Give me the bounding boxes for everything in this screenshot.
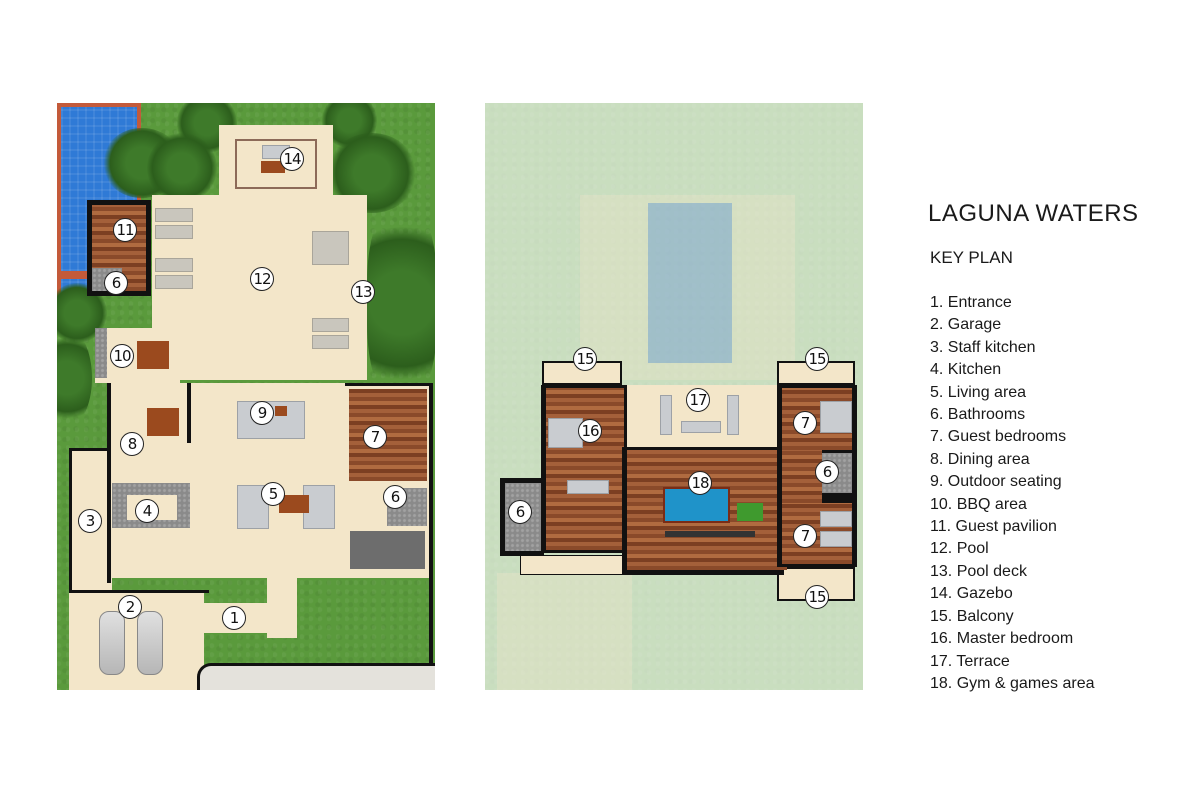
foosball-table [737, 503, 763, 521]
legend-item-staff-kitchen: 3. Staff kitchen [930, 338, 1036, 356]
legend-item-living-area: 5. Living area [930, 383, 1027, 401]
marker-dining: 8 [120, 432, 144, 456]
pool-deck-context [580, 195, 795, 380]
marker-living: 5 [261, 482, 285, 506]
marker-guest-bedroom: 7 [793, 524, 817, 548]
guest-bedroom-floor [349, 389, 427, 481]
sun-lounger [155, 208, 193, 222]
car [137, 611, 163, 675]
marker-bathroom: 6 [383, 485, 407, 509]
marker-staff-kitchen: 3 [78, 509, 102, 533]
legend-item-master-bedroom: 16. Master bedroom [930, 630, 1074, 648]
tree [147, 133, 217, 203]
tree [367, 203, 435, 403]
marker-outdoor-seating: 9 [250, 401, 274, 425]
legend-item-garage: 2. Garage [930, 316, 1002, 334]
marker-gym-games: 18 [688, 471, 712, 495]
guest-bed [820, 511, 852, 527]
marker-balcony: 15 [573, 347, 597, 371]
stair [520, 555, 627, 575]
legend-item-terrace: 17. Terrace [930, 652, 1010, 670]
pool-context [648, 203, 732, 363]
marker-bathroom: 6 [104, 271, 128, 295]
driveway-kerb [197, 663, 435, 690]
terrace-sofa [727, 395, 739, 435]
bbq-table [137, 341, 169, 369]
wall [69, 448, 111, 451]
marker-guest-bedroom: 7 [793, 411, 817, 435]
entrance-porch [197, 603, 297, 633]
coffee-table [279, 495, 309, 513]
marker-garage: 2 [118, 595, 142, 619]
wall [69, 590, 209, 593]
legend-item-pool: 12. Pool [930, 540, 989, 558]
legend-item-gym-games: 18. Gym & games area [930, 674, 1095, 692]
marker-gazebo: 14 [280, 147, 304, 171]
bbq-grill [95, 328, 107, 378]
key-plan-legend: LAGUNA WATERS KEY PLAN 1. Entrance 2. Ga… [928, 200, 1139, 695]
guest-bed [820, 401, 852, 433]
dining-table [147, 408, 179, 436]
gazebo-deck [219, 125, 333, 195]
marker-bathroom: 6 [508, 500, 532, 524]
marker-terrace: 17 [686, 388, 710, 412]
car [99, 611, 125, 675]
outdoor-table [275, 406, 287, 416]
daybed [312, 231, 349, 265]
legend-item-kitchen: 4. Kitchen [930, 361, 1002, 379]
marker-bbq: 10 [110, 344, 134, 368]
marker-bathroom: 6 [815, 460, 839, 484]
legend-item-entrance: 1. Entrance [930, 294, 1012, 311]
upper-floor-plan: 15 15 17 16 7 6 18 6 7 15 [485, 103, 863, 690]
sun-lounger [155, 275, 193, 289]
plan-title: LAGUNA WATERS [928, 200, 1139, 227]
marker-balcony: 15 [805, 585, 829, 609]
tree [57, 328, 92, 428]
master-sofa [567, 480, 609, 494]
legend-item-outdoor-seating: 9. Outdoor seating [930, 473, 1062, 491]
wall [107, 383, 111, 583]
guest-bed [820, 531, 852, 547]
sun-lounger [155, 225, 193, 239]
master-bed [548, 418, 583, 448]
marker-entrance: 1 [222, 606, 246, 630]
sun-lounger [312, 335, 349, 349]
gym-equipment [665, 531, 755, 537]
marker-guest-bedroom: 7 [363, 425, 387, 449]
legend-item-guest-pavilion: 11. Guest pavilion [930, 518, 1057, 536]
legend-list: 1. Entrance 2. Garage 3. Staff kitchen 4… [930, 292, 1139, 695]
wall [187, 383, 191, 443]
legend-item-gazebo: 14. Gazebo [930, 585, 1013, 603]
marker-master-bedroom: 16 [578, 419, 602, 443]
terrace-sofa [681, 421, 721, 433]
sun-lounger [155, 258, 193, 272]
sun-lounger [312, 318, 349, 332]
legend-item-bathrooms: 6. Bathrooms [930, 406, 1026, 424]
legend-item-bbq-area: 10. BBQ area [930, 495, 1027, 513]
legend-item-dining-area: 8. Dining area [930, 450, 1030, 468]
gazebo-table [261, 161, 285, 173]
legend-item-pool-deck: 13. Pool deck [930, 562, 1027, 580]
marker-kitchen: 4 [135, 499, 159, 523]
garage-context [497, 573, 632, 690]
terrace-sofa [660, 395, 672, 435]
master-bedroom-floor [546, 388, 624, 550]
legend-item-guest-bedrooms: 7. Guest bedrooms [930, 428, 1067, 446]
gazebo-frame [235, 139, 317, 189]
marker-pool-deck: 13 [351, 280, 375, 304]
legend-heading: KEY PLAN [930, 248, 1013, 267]
wall [429, 383, 433, 683]
pool-block [350, 531, 425, 569]
marker-balcony: 15 [805, 347, 829, 371]
wall [345, 383, 429, 386]
marker-guest-pavilion: 11 [113, 218, 137, 242]
ground-floor-plan: 14 11 12 13 6 10 9 8 7 3 4 5 6 2 1 [57, 103, 435, 690]
legend-item-balcony: 15. Balcony [930, 607, 1014, 625]
marker-pool: 12 [250, 267, 274, 291]
